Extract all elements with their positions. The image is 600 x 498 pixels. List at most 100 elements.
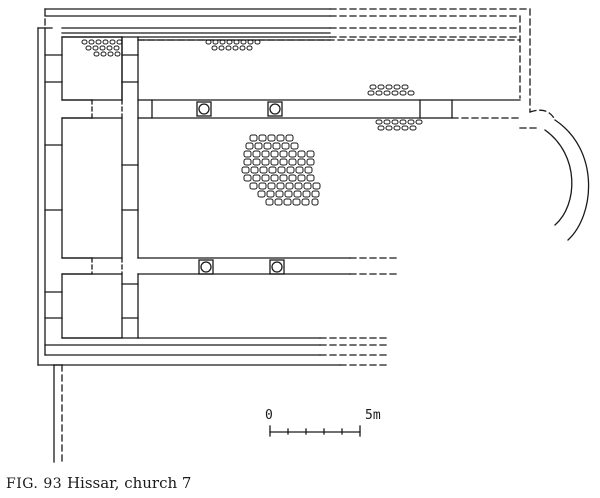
paving-stone (407, 90, 415, 96)
paving-stone (95, 39, 102, 45)
paving-stone (212, 39, 219, 45)
western-rooms (44, 36, 391, 346)
paving-stone (107, 51, 114, 57)
paving-stone (102, 39, 109, 45)
paving-stone (306, 174, 315, 182)
paving-stone (286, 166, 295, 174)
paving-stone (232, 45, 239, 51)
paving-stone (114, 51, 121, 57)
column-bases (196, 101, 285, 275)
figure-caption: FIG. 93 Hissar, church 7 (6, 474, 191, 492)
paving-stone (100, 51, 107, 57)
paving-stone (401, 84, 409, 90)
paving-stone (293, 190, 302, 198)
nave-walls (137, 39, 521, 339)
paving-stone (243, 174, 252, 182)
scale-bar (269, 425, 361, 437)
paving-stone (246, 45, 253, 51)
paving-stone (250, 166, 259, 174)
paving-stone (270, 174, 279, 182)
paving-stone (272, 142, 281, 150)
paving-stone (279, 150, 288, 158)
paving-stone (311, 190, 320, 198)
scale-end-label: 5m (365, 408, 381, 423)
paving-stone (375, 119, 383, 125)
paving-stone (294, 182, 303, 190)
paving-stone (247, 39, 254, 45)
paving-stone (263, 142, 272, 150)
paving-stone (383, 90, 391, 96)
paving-stone (106, 45, 113, 51)
paving-stone (241, 166, 250, 174)
paving-stone (258, 182, 267, 190)
paving-stone (270, 158, 279, 166)
paving-stone (261, 174, 270, 182)
paving-stone (281, 142, 290, 150)
paving-stone (276, 134, 285, 142)
paving-stone (85, 45, 92, 51)
paving-stone (311, 198, 319, 206)
paving-stone (367, 90, 375, 96)
paving-stone (385, 84, 393, 90)
paving-stone (297, 174, 306, 182)
paving-stone (116, 39, 123, 45)
paving-stone (109, 39, 116, 45)
paving-stone (285, 182, 294, 190)
paving-stone (279, 158, 288, 166)
paving-stone (261, 158, 270, 166)
paving-stone (283, 198, 292, 206)
paving-stone (391, 119, 399, 125)
paving-stone (239, 45, 246, 51)
paving-stone (219, 39, 226, 45)
paving-stone (306, 150, 315, 158)
paving-stone (252, 158, 261, 166)
paving-stone (383, 119, 391, 125)
paving-stone (385, 125, 393, 131)
paving-stone (285, 134, 294, 142)
paving-stone (401, 125, 409, 131)
paving-stone (290, 142, 299, 150)
paving-stone (265, 198, 274, 206)
paving-stone (391, 90, 399, 96)
paving-stone (377, 125, 385, 131)
paving-stone (267, 134, 276, 142)
paving-stone (261, 150, 270, 158)
paving-stone (245, 142, 254, 150)
paving-stone (254, 142, 263, 150)
paving-stone (306, 158, 315, 166)
figure-title: Hissar, church 7 (66, 474, 192, 492)
paving-stone (81, 39, 88, 45)
paving-stone (88, 39, 95, 45)
paving-stone (276, 182, 285, 190)
paving-stone (92, 45, 99, 51)
paving-stone (409, 125, 417, 131)
paving-stone (93, 51, 100, 57)
paving-stone (249, 134, 258, 142)
paving-stone (297, 158, 306, 166)
paving-stone (211, 45, 218, 51)
paving-stone (399, 119, 407, 125)
paving-stone (258, 134, 267, 142)
paving-stone (284, 190, 293, 198)
paving-stone (303, 182, 312, 190)
paving-stone (225, 45, 232, 51)
paving-stone (252, 174, 261, 182)
paving-stone (415, 119, 423, 125)
paving-stone (277, 166, 286, 174)
paving-stone (292, 198, 301, 206)
paving-stone (393, 125, 401, 131)
paving-stone (226, 39, 233, 45)
paving-stone (279, 174, 288, 182)
paving-stone (399, 90, 407, 96)
paving-stone (267, 182, 276, 190)
paving-stone (297, 150, 306, 158)
scale-start-label: 0 (265, 408, 273, 423)
paving-stone (301, 198, 310, 206)
paving-stone (218, 45, 225, 51)
paving-stone (268, 166, 277, 174)
figure-number: FIG. 93 (6, 476, 63, 492)
paving-stone (257, 190, 266, 198)
paving-stone (304, 166, 313, 174)
detached-wall-fragment (53, 364, 63, 463)
paving-stones (81, 39, 423, 206)
